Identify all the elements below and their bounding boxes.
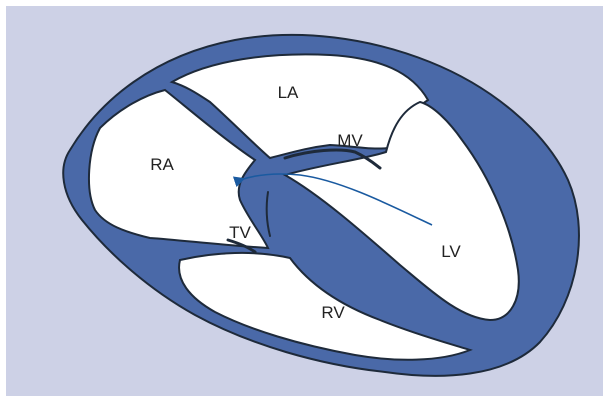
label-la: LA <box>278 83 299 102</box>
label-rv: RV <box>321 303 345 322</box>
label-tv: TV <box>229 223 251 242</box>
label-mv: MV <box>337 131 363 150</box>
label-ra: RA <box>150 155 174 174</box>
label-lv: LV <box>441 242 461 261</box>
